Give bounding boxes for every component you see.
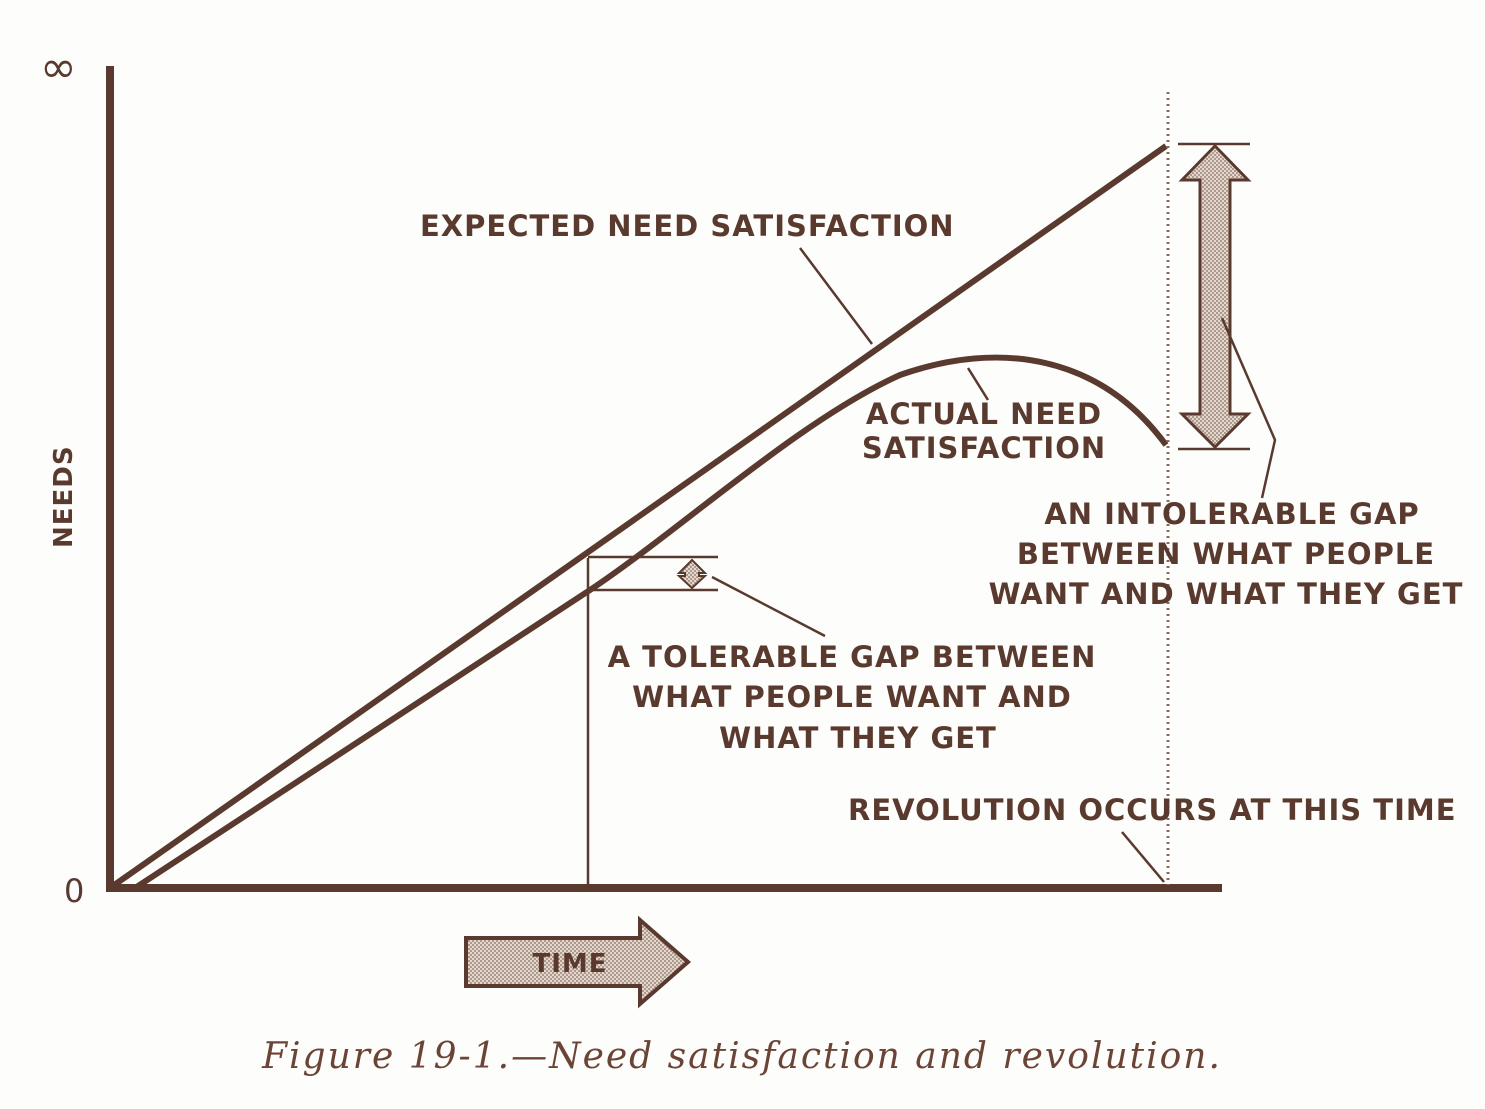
intolerable-gap-label-line3: WANT AND WHAT THEY GET <box>989 577 1464 611</box>
actual-need-label-line2: SATISFACTION <box>862 431 1106 465</box>
y-axis-label: NEEDS <box>49 445 79 548</box>
revolution-leader <box>1121 831 1165 883</box>
figure-caption: Figure 19-1.—Need satisfaction and revol… <box>261 1036 1222 1077</box>
tolerable-gap-label-line2: WHAT PEOPLE WANT AND <box>632 680 1072 714</box>
origin-label: 0 <box>64 872 85 910</box>
intolerable-leader <box>1220 317 1277 499</box>
intolerable-gap-arrow <box>1178 143 1252 450</box>
intolerable-gap-label-line2: BETWEEN WHAT PEOPLE <box>1017 537 1435 571</box>
intolerable-gap-label-line1: AN INTOLERABLE GAP <box>1044 497 1419 531</box>
tolerable-gap-label-line1: A TOLERABLE GAP BETWEEN <box>608 640 1097 674</box>
tolerable-gap-arrow <box>676 558 708 590</box>
expected-leader <box>799 247 873 345</box>
tolerable-leader <box>711 575 826 638</box>
expected-need-line <box>108 143 1168 891</box>
actual-need-label-line1: ACTUAL NEED <box>866 397 1102 431</box>
y-axis-top-label: ∞ <box>40 42 78 93</box>
actual-leader <box>966 367 990 401</box>
expected-need-label: EXPECTED NEED SATISFACTION <box>420 209 955 243</box>
actual-need-curve <box>133 354 1169 891</box>
time-label: TIME <box>532 949 607 979</box>
revolution-label: REVOLUTION OCCURS AT THIS TIME <box>848 793 1457 827</box>
time-arrow <box>464 915 692 1009</box>
tolerable-gap-label-line3: WHAT THEY GET <box>719 721 997 755</box>
